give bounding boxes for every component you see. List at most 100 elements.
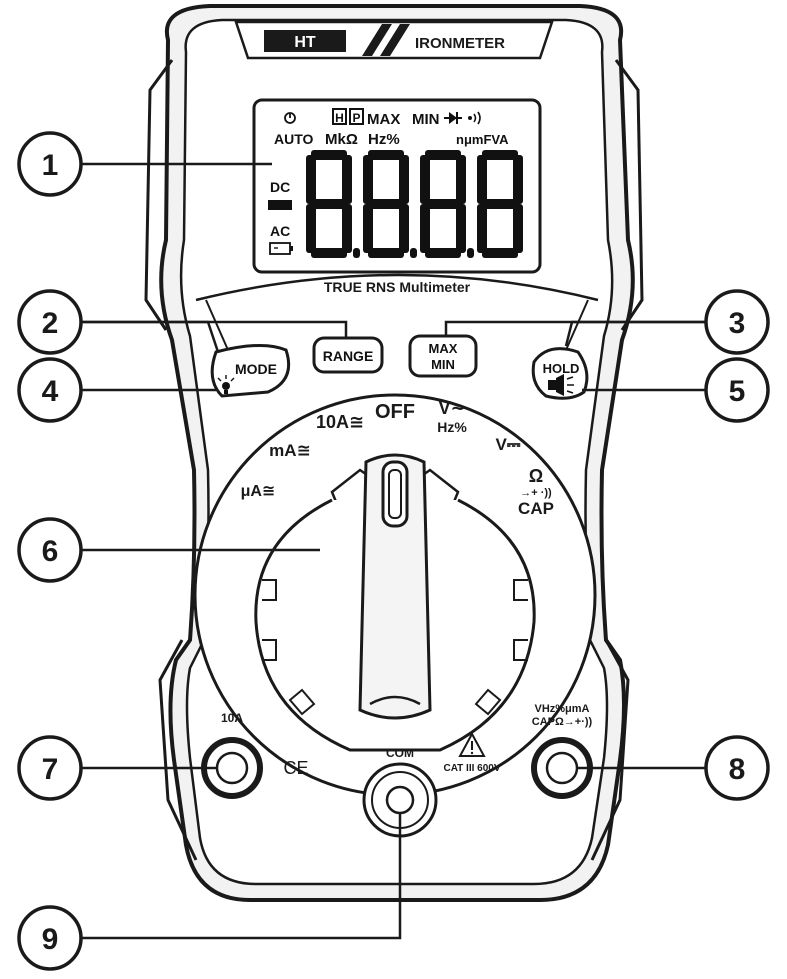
lcd-digit-4-segment-b: [513, 155, 523, 204]
lcd-digit-2-segment-c: [399, 204, 409, 253]
panel-divider-top: [195, 273, 599, 302]
brand-model: IRONMETER: [415, 35, 505, 52]
right-lower-grip: [590, 639, 630, 861]
dial-notch-w1: [262, 579, 277, 601]
lcd-digit-2-segment-f: [363, 155, 373, 204]
max-min-label-bottom: MIN: [431, 357, 455, 372]
peak-indicator: P: [352, 111, 360, 125]
brand-slash-1: [362, 24, 392, 56]
terminal-input-label-top: VHz%μmA: [534, 703, 589, 715]
terminal-input-label-bottom: CAPΩ→+·)): [532, 716, 593, 728]
lcd-digit-2-segment-e: [363, 204, 373, 253]
callout-9: 9: [17, 905, 83, 971]
dial-label-10a: 10A≅: [316, 412, 364, 432]
right-grip: [614, 59, 644, 331]
lcd-digit-4-segment-d: [482, 248, 518, 258]
dial-pointer-mark: [388, 469, 402, 519]
lcd-digit-1-segment-e: [306, 204, 316, 253]
lcd-digit-1-segment-g: [311, 199, 347, 209]
terminal-input[interactable]: [531, 737, 593, 799]
panel-divider-right: [565, 299, 589, 351]
dial-label-ua: μA≅: [241, 483, 276, 500]
callout-7-label: 7: [42, 753, 59, 786]
lcd-digit-1-segment-f: [306, 155, 316, 204]
lcd-min-label: MIN: [412, 111, 440, 128]
left-lower-grip: [158, 639, 198, 861]
hold-button[interactable]: HOLD: [531, 347, 589, 400]
mode-button-label: MODE: [235, 361, 277, 377]
callout-8: 8: [704, 735, 770, 801]
lcd-digit-1-segment-d: [311, 248, 347, 258]
lcd-frame: [252, 98, 542, 274]
dial-label-vdc: V⎓: [496, 435, 521, 454]
hold-indicator-box: [332, 108, 347, 125]
dial-notch-e2: [513, 639, 528, 661]
dial-label-vac: V∼: [438, 398, 465, 418]
panel-divider-left: [205, 299, 229, 351]
dial-label-ma: mA≅: [269, 441, 311, 460]
callout-3: 3: [704, 289, 770, 355]
callout-4: 4: [17, 357, 83, 423]
backlight-icon: [217, 375, 235, 394]
lcd-digit-2-segment-b: [399, 155, 409, 204]
range-button-label: RANGE: [323, 348, 374, 364]
lcd-digit-3-segment-e: [420, 204, 430, 253]
callout-5: 5: [704, 357, 770, 423]
callout-7: 7: [17, 735, 83, 801]
lcd-digit-4-segment-e: [477, 204, 487, 253]
lcd-hz-pct: Hz%: [368, 131, 400, 148]
lcd-max-label: MAX: [367, 111, 400, 128]
lcd-digit-2-segment-a: [368, 150, 404, 160]
lcd-digit-2-segment-d: [368, 248, 404, 258]
lcd-ac-label: AC: [270, 223, 290, 239]
dial-knob-base: [369, 695, 421, 706]
lcd-digit-3-segment-f: [420, 155, 430, 204]
dial-notch-e1: [513, 579, 528, 601]
lcd-auto-label: AUTO: [274, 131, 314, 147]
lcd-digit-1-segment-b: [342, 155, 352, 204]
max-min-label-top: MAX: [429, 341, 458, 356]
battery-icon: [269, 242, 293, 255]
lcd-digit-1-decimal-point: [353, 248, 360, 258]
max-min-button[interactable]: MAX MIN: [408, 334, 478, 378]
ht-logo: HT: [294, 34, 316, 51]
callout-9-label: 9: [42, 923, 59, 956]
lcd-digit-3-segment-g: [425, 199, 461, 209]
lcd-digit-4-segment-a: [482, 150, 518, 160]
ce-mark: CE: [283, 758, 308, 778]
lcd-digit-3-segment-a: [425, 150, 461, 160]
brand-strip: HT IRONMETER: [234, 20, 554, 60]
hold-indicator: H: [335, 111, 344, 125]
lcd-digit-4-segment-f: [477, 155, 487, 204]
display-subtitle: TRUE RNS Multimeter: [324, 279, 471, 295]
callout-leaders: [81, 162, 706, 940]
leader-9: [81, 812, 402, 940]
cat-rating-label: CAT III 600V: [443, 763, 500, 774]
range-button[interactable]: RANGE: [312, 336, 384, 374]
dial-notch-w2: [262, 639, 277, 661]
lcd-digit-3-segment-b: [456, 155, 466, 204]
lcd-digit-3-decimal-point: [467, 248, 474, 258]
terminal-10a-label: 10A: [221, 711, 243, 725]
dial-label-off: OFF: [375, 401, 415, 423]
lcd-prefix-units: MkΩ: [325, 131, 358, 148]
rotary-selector[interactable]: [193, 393, 597, 797]
callout-5-label: 5: [729, 375, 746, 408]
lcd-digit-3-segment-d: [425, 248, 461, 258]
lcd-unit-row: nμmFVA: [456, 132, 509, 147]
callout-3-label: 3: [729, 307, 746, 340]
dial-notch-sw: [288, 688, 316, 716]
callout-2-label: 2: [42, 307, 59, 340]
callout-6-label: 6: [42, 535, 59, 568]
lcd-dc-label: DC: [270, 179, 290, 195]
dial-pointer-knob: [358, 453, 432, 720]
dial-notch-se: [474, 688, 502, 716]
ht-logo-box: [264, 30, 346, 52]
mode-button[interactable]: MODE: [210, 343, 291, 398]
lcd-digit-3-segment-c: [456, 204, 466, 253]
leader-2b: [81, 320, 220, 353]
dial-label-cap: CAP: [518, 499, 554, 518]
lcd-digits: [306, 150, 523, 258]
